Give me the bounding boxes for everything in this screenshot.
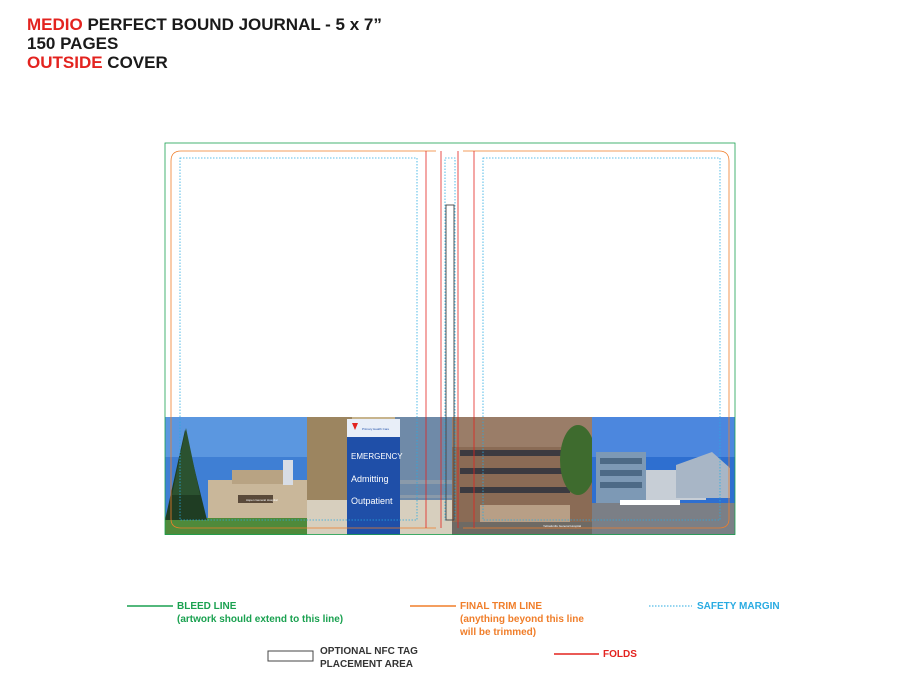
legend-trim: FINAL TRIM LINE (anything beyond this li… [460,600,584,639]
legend-nfc-title-1: OPTIONAL NFC TAG [320,646,418,657]
sign-admitting: Admitting [351,474,389,484]
safety-margin-front [482,157,721,521]
title-product: PERFECT BOUND JOURNAL - 5 x 7” [82,15,382,34]
legend-nfc: OPTIONAL NFC TAG PLACEMENT AREA [320,645,418,671]
photo1-caption: Aspen General Hospital [246,498,278,502]
legend-bleed-title: BLEED LINE [177,601,237,612]
title-pages: 150 PAGES [27,34,119,53]
title-highlight-outside: OUTSIDE [27,53,103,72]
trim-line-left [170,150,436,529]
title-cover: COVER [102,53,168,72]
legend-trim-note-1: (anything beyond this line [460,614,584,625]
bleed-line [164,142,736,535]
sign-outpatient: Outpatient [351,496,393,506]
nfc-area-swatch [267,650,314,662]
page-title: MEDIO PERFECT BOUND JOURNAL - 5 x 7” 150… [27,15,382,72]
legend-folds-title: FOLDS [603,649,637,660]
legend-safety: SAFETY MARGIN [697,600,780,613]
trim-line-right [463,150,730,529]
legend-trim-title: FINAL TRIM LINE [460,601,543,612]
legend-bleed: BLEED LINE (artwork should extend to thi… [177,600,343,626]
legend-bleed-note: (artwork should extend to this line) [177,614,344,625]
photo-brick-building: Yellowknife General Hospital [452,417,596,535]
sign-emergency: EMERGENCY [351,452,403,461]
legend-safety-title: SAFETY MARGIN [697,601,780,612]
photo-modern-building [592,417,735,535]
legend-trim-note-2: will be trimmed) [460,627,537,638]
nfc-placement-area [445,204,455,521]
safety-margin-back [179,157,418,521]
photo-hospital-exterior: Aspen General Hospital [165,417,307,535]
sign-tag: Primary Health Care [362,427,390,431]
photo-strip: Aspen General Hospital Primary Health Ca… [165,417,735,535]
legend-nfc-title-2: PLACEMENT AREA [320,659,413,670]
photo-emergency-sign: Primary Health Care EMERGENCY Admitting … [307,417,452,535]
legend-folds: FOLDS [603,648,637,661]
photo3-caption: Yellowknife General Hospital [543,524,581,528]
title-highlight-medio: MEDIO [27,15,83,34]
